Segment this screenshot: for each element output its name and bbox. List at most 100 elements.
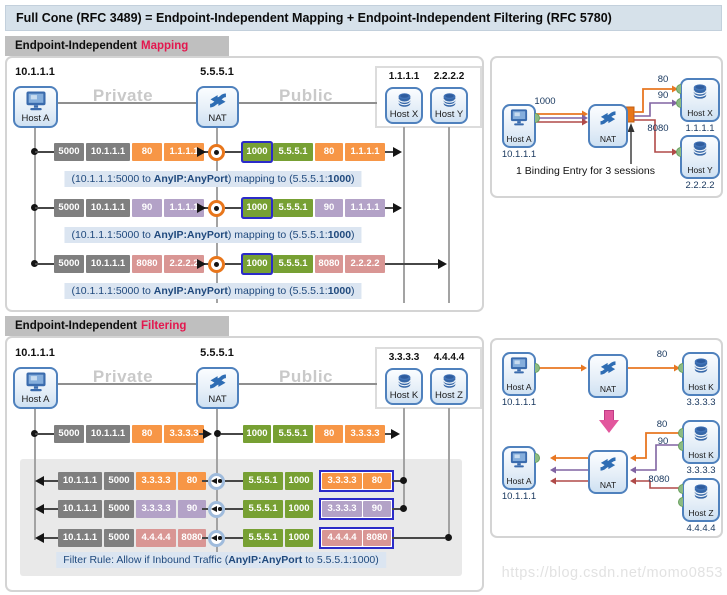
- flow-dot: [214, 430, 221, 437]
- flow-line: [221, 433, 243, 435]
- packet-public: 5.5.5.1 1000 3.3.3.3 80: [243, 470, 394, 492]
- packet-nat-ip: 5.5.5.1: [243, 472, 283, 490]
- host-z-label: Host Z: [435, 390, 463, 401]
- packet-src-ip: 10.1.1.1: [86, 425, 130, 443]
- nat-translation-icon: [208, 255, 225, 273]
- packet-dst-port: 8080: [132, 255, 162, 273]
- packet-private: 5000 10.1.1.1 90 1.1.1.1: [54, 199, 204, 217]
- port-90-label: 90: [657, 436, 669, 447]
- packet-src-port: 80: [363, 473, 391, 489]
- host-k-ip: 3.3.3.3: [686, 465, 716, 476]
- flow-line: [202, 537, 208, 539]
- host-k-node: Host K: [385, 368, 423, 405]
- host-k-label: Host K: [389, 390, 419, 401]
- inbound-source-pair: 3.3.3.3 90: [319, 498, 394, 520]
- host-z-ip: 4.4.4.4: [433, 352, 465, 363]
- flow-line: [202, 480, 208, 482]
- flow-start-dot: [400, 477, 407, 484]
- filter-pass-icon: [208, 529, 225, 547]
- flow-line: [35, 433, 55, 435]
- packet-dst-port: 90: [132, 199, 162, 217]
- flow-line: [204, 151, 209, 153]
- packet-src-port: 8080: [178, 529, 206, 547]
- packet-src-port: 5000: [54, 425, 84, 443]
- packet-dst-ip: 10.1.1.1: [58, 500, 102, 518]
- flow-arrow: [393, 147, 402, 157]
- host-x-timeline: [403, 127, 405, 303]
- flow-line: [385, 263, 438, 265]
- host-x-label: Host X: [687, 108, 713, 118]
- nat-node: NAT: [196, 86, 239, 128]
- session-port-connector: [676, 98, 681, 108]
- packet-nat-ip: 5.5.5.1: [243, 500, 283, 518]
- nat-icon: [206, 91, 230, 110]
- host-k-label: Host K: [688, 382, 714, 392]
- packet-src-port: 5000: [54, 255, 84, 273]
- nat-icon: [597, 359, 619, 377]
- packet-dst-port: 80: [315, 425, 343, 443]
- packet-src-port: 8080: [363, 530, 391, 546]
- packet-dst-ip: 2.2.2.2: [345, 255, 385, 273]
- server-icon: [441, 92, 458, 108]
- packet-public: 1000 5.5.5.1 90 1.1.1.1: [243, 199, 385, 217]
- flow-arrow: [391, 429, 400, 439]
- host-k-node: Host K: [682, 420, 720, 464]
- packet-nat-port: 1000: [285, 500, 313, 518]
- flow-arrow: [203, 429, 212, 439]
- packet-dst-port: 5000: [104, 529, 134, 547]
- packet-public: 1000 5.5.5.1 80 1.1.1.1: [243, 143, 385, 161]
- computer-icon: [509, 109, 529, 126]
- session-port-connector: [676, 147, 681, 157]
- host-x-node: Host X: [680, 78, 720, 122]
- host-a-ip: 10.1.1.1: [501, 149, 537, 160]
- section-header-prefix: Endpoint-Independent: [15, 40, 138, 52]
- flow-line: [202, 508, 208, 510]
- packet-private: 5000 10.1.1.1 8080 2.2.2.2: [54, 255, 204, 273]
- nat-icon: [597, 109, 619, 127]
- nat-label: NAT: [208, 394, 227, 405]
- port-80-label: 80: [656, 419, 668, 430]
- flow-line: [35, 151, 55, 153]
- flow-line: [44, 508, 58, 510]
- host-a-node: Host A: [13, 367, 58, 409]
- flow-arrow: [393, 203, 402, 213]
- packet-dst-ip: 3.3.3.3: [164, 425, 204, 443]
- packet-nat-ip: 5.5.5.1: [243, 529, 283, 547]
- packet-nat-port: 1000: [243, 199, 271, 217]
- host-y-ip: 2.2.2.2: [685, 180, 715, 191]
- flow-line: [392, 508, 401, 510]
- host-k-ip: 3.3.3.3: [388, 352, 420, 363]
- host-x-label: Host X: [389, 109, 419, 120]
- host-x-node: Host X: [385, 87, 423, 124]
- host-k-label: Host K: [688, 450, 714, 460]
- host-k-timeline: [403, 408, 405, 510]
- packet-dst-ip: 1.1.1.1: [345, 143, 385, 161]
- mapping-caption: (10.1.1.1:5000 to AnyIP:AnyPort) mapping…: [64, 283, 362, 299]
- packet-dst-ip: 10.1.1.1: [58, 472, 102, 490]
- flow-line: [225, 151, 243, 153]
- network-line: [238, 102, 377, 104]
- flow-line: [225, 207, 243, 209]
- nat-translation-icon: [208, 143, 225, 161]
- flow-arrow: [438, 259, 447, 269]
- mapping-summary-connectors: [536, 85, 678, 164]
- section-header-prefix: Endpoint-Independent: [15, 320, 138, 332]
- host-y-ip: 2.2.2.2: [433, 71, 465, 82]
- watermark: https://blog.csdn.net/momo0853: [501, 565, 723, 581]
- flow-line: [225, 480, 243, 482]
- packet-nat-ip: 5.5.5.1: [273, 425, 313, 443]
- flow-line: [35, 207, 55, 209]
- packet-src-port: 5000: [54, 143, 84, 161]
- server-icon: [441, 373, 458, 389]
- packet-dst-ip: 1.1.1.1: [345, 199, 385, 217]
- packet-src-port: 5000: [54, 199, 84, 217]
- session-port-connector: [678, 484, 683, 494]
- packet-src-port: 90: [178, 500, 206, 518]
- session-port-connector: [678, 363, 683, 373]
- flow-start-dot: [445, 534, 452, 541]
- private-zone-label: Private: [92, 367, 154, 386]
- packet-private: 5000 10.1.1.1 80 1.1.1.1: [54, 143, 204, 161]
- packet-src-port: 80: [178, 472, 206, 490]
- host-a-timeline: [34, 408, 36, 540]
